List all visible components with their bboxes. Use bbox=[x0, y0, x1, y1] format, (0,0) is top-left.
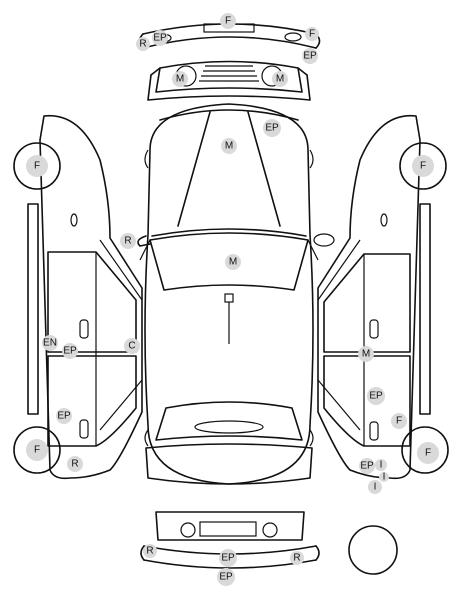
svg-text:I: I bbox=[380, 460, 383, 471]
svg-text:EP: EP bbox=[153, 33, 167, 44]
svg-text:EP: EP bbox=[265, 123, 279, 134]
svg-text:EP: EP bbox=[369, 391, 383, 402]
badge-roof-m: M bbox=[221, 138, 237, 154]
badge-left-c: C bbox=[124, 338, 140, 354]
svg-text:I: I bbox=[374, 482, 377, 493]
badge-front-ep: EP bbox=[152, 30, 168, 46]
badge-right-f-bottom: F bbox=[417, 442, 439, 464]
badge-roof-ep: EP bbox=[263, 119, 281, 137]
badge-right-i-2: I bbox=[379, 472, 389, 483]
svg-text:EP: EP bbox=[360, 461, 374, 472]
badge-front-f-right: F bbox=[305, 27, 319, 41]
svg-text:M: M bbox=[229, 257, 237, 268]
svg-text:M: M bbox=[276, 74, 284, 85]
svg-text:R: R bbox=[146, 546, 153, 557]
badge-left-r: R bbox=[67, 456, 83, 472]
svg-text:F: F bbox=[420, 161, 426, 172]
svg-text:EP: EP bbox=[303, 51, 317, 62]
badge-right-f-mid: F bbox=[391, 413, 407, 429]
svg-text:EP: EP bbox=[57, 411, 71, 422]
svg-text:C: C bbox=[128, 341, 135, 352]
svg-text:R: R bbox=[293, 553, 300, 564]
badge-right-ep-low: EP bbox=[359, 458, 375, 474]
front-grille bbox=[147, 60, 311, 101]
svg-text:EP: EP bbox=[63, 346, 77, 357]
badge-right-f-top: F bbox=[412, 155, 434, 177]
svg-text:F: F bbox=[34, 161, 40, 172]
badge-right-ep: EP bbox=[367, 387, 385, 405]
badge-rear-ep-bottom: EP bbox=[217, 568, 235, 586]
badge-left-f-bottom: F bbox=[26, 439, 48, 461]
svg-text:F: F bbox=[309, 29, 315, 40]
badge-windshield-m: M bbox=[225, 254, 241, 270]
badge-front-ep-right: EP bbox=[302, 48, 318, 64]
badge-left-en: EN bbox=[42, 335, 58, 351]
svg-text:M: M bbox=[176, 74, 184, 85]
badge-left-f-top: F bbox=[26, 155, 48, 177]
badge-front-r: R bbox=[136, 37, 150, 51]
svg-text:F: F bbox=[225, 16, 231, 27]
badge-mirror-r: R bbox=[120, 233, 136, 249]
badge-rear-ep-top: EP bbox=[219, 549, 237, 567]
svg-text:EN: EN bbox=[43, 338, 57, 349]
svg-text:M: M bbox=[362, 349, 370, 360]
svg-text:F: F bbox=[396, 416, 402, 427]
badge-left-ep-mid: EP bbox=[62, 343, 78, 359]
badge-right-m: M bbox=[358, 346, 374, 362]
badge-rear-r-left: R bbox=[143, 544, 157, 558]
badge-left-ep-low: EP bbox=[56, 408, 72, 424]
badge-right-i-3: I bbox=[368, 480, 382, 494]
svg-text:F: F bbox=[34, 445, 40, 456]
right-side-view bbox=[317, 114, 449, 480]
svg-text:EP: EP bbox=[219, 572, 233, 583]
svg-text:M: M bbox=[225, 141, 233, 152]
svg-text:R: R bbox=[139, 39, 146, 50]
svg-text:F: F bbox=[425, 448, 431, 459]
badge-right-i-1: I bbox=[375, 459, 387, 471]
svg-text:R: R bbox=[124, 236, 131, 247]
badge-lamp-m-right: M bbox=[272, 71, 288, 87]
car-body bbox=[137, 103, 335, 485]
badge-front-f-top: F bbox=[220, 13, 236, 29]
badge-lamp-m-left: M bbox=[172, 71, 188, 87]
svg-text:EP: EP bbox=[221, 553, 235, 564]
left-side-view bbox=[13, 114, 143, 480]
spare-wheel bbox=[348, 525, 398, 575]
svg-text:I: I bbox=[383, 472, 386, 483]
svg-text:R: R bbox=[71, 459, 78, 470]
badge-rear-r-right: R bbox=[290, 551, 304, 565]
